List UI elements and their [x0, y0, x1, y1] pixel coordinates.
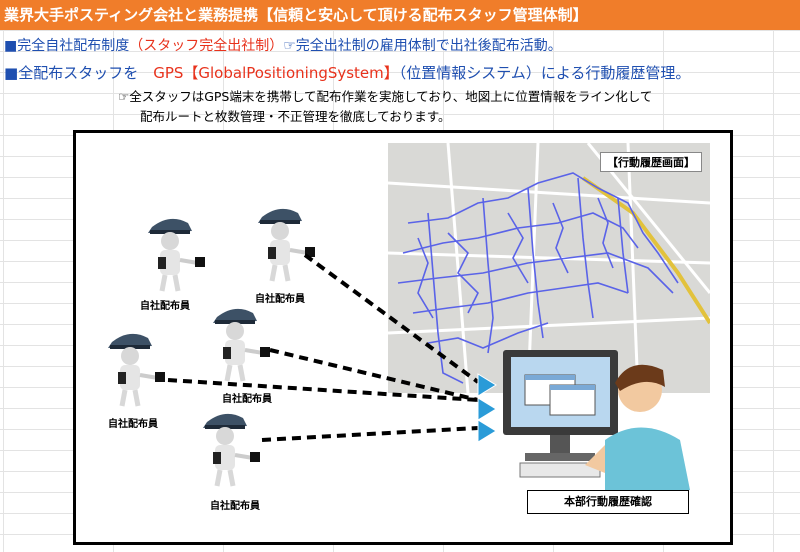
staff-figure: [148, 218, 205, 292]
gps-note-1: ☞全スタッフはGPS端末を携帯して配布作業を実施しており、地図上に位置情報をライ…: [118, 89, 653, 104]
page-title: 業界大手ポスティング会社と業務提携【信頼と安心して頂ける配布スタッフ管理体制】: [0, 0, 800, 30]
staff-figure: [213, 308, 270, 382]
policy-2-highlight: GPS【GlobalPositioningSystem】: [153, 64, 399, 82]
staff-label: 自社配布員: [255, 294, 305, 305]
hq-operator-illustration: [503, 350, 690, 490]
map-title: 【行動履歴画面】: [600, 152, 702, 172]
route-lines: [397, 172, 679, 384]
policy-line-1: ■完全自社配布制度（スタッフ完全出社制）☞完全出社制の雇用体制で出社後配布活動。: [4, 35, 562, 55]
hq-label: 本部行動履歴確認: [527, 490, 689, 514]
policy-line-2: ■全配布スタッフを GPS【GlobalPositioningSystem】（位…: [4, 62, 690, 83]
staff-label: 自社配布員: [222, 394, 272, 405]
policy-2-name: 全配布スタッフを: [18, 64, 154, 82]
policy-1-detail: ☞完全出社制の雇用体制で出社後配布活動。: [283, 38, 562, 54]
staff-figure: [203, 413, 260, 487]
policy-2-detail: （位置情報システム）による行動履歴管理。: [398, 64, 691, 82]
staff-figure: [108, 333, 165, 407]
bullet-square: ■: [4, 38, 18, 54]
bullet-square: ■: [4, 64, 19, 82]
staff-label: 自社配布員: [210, 501, 260, 512]
staff-figure: [258, 208, 315, 282]
policy-1-highlight: （スタッフ完全出社制）: [129, 38, 284, 54]
staff-label: 自社配布員: [108, 419, 158, 430]
staff-label: 自社配布員: [140, 301, 190, 312]
policy-1-name: 完全自社配布制度: [17, 38, 130, 54]
gps-note-2: 配布ルートと枚数管理・不正管理を徹底しております。: [140, 109, 451, 124]
